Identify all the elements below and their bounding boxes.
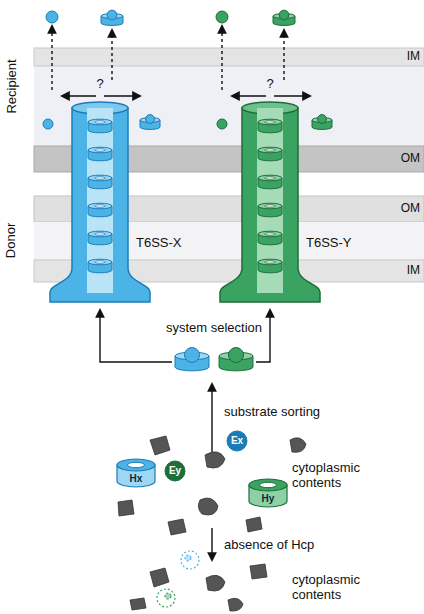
hcp-ring-top [88, 147, 112, 153]
hcp-ring-top [258, 147, 282, 153]
shape-label: Hx [130, 474, 143, 484]
shape-label: Ex [231, 436, 243, 446]
ring-pore [259, 482, 276, 487]
hcp-ring-top [88, 231, 112, 237]
hcp-ring-top [88, 175, 112, 181]
hcp-ring-top [88, 203, 112, 209]
hcp-pore [95, 205, 106, 208]
hcp-ring-top [258, 175, 282, 181]
hcp-ring-top [258, 231, 282, 237]
pool-label: cytoplasmic contents [292, 573, 372, 603]
hcp-ring: Hx [116, 458, 156, 488]
hcp-pore [265, 121, 276, 124]
effector [185, 348, 200, 363]
effector-circle: Ex [226, 430, 248, 452]
membrane-label: IM [407, 264, 420, 278]
hcp-pore [95, 233, 106, 236]
effector [146, 115, 155, 124]
hcp-ring: Hy [248, 478, 288, 508]
hcp-pore [95, 149, 106, 152]
hcp-pore [95, 177, 106, 180]
hcp-pore [265, 261, 276, 264]
region-label: Recipient [5, 59, 20, 113]
hcp-ring-top [258, 203, 282, 209]
ring-pore [127, 462, 144, 467]
hcp-pore [265, 177, 276, 180]
hcp-ring-top [258, 119, 282, 125]
ring-top [249, 479, 287, 491]
effector [318, 115, 327, 124]
system-label: T6SS-X [134, 236, 184, 249]
effector [279, 10, 289, 20]
process-label: system selection [166, 321, 262, 336]
membrane-label: IM [407, 50, 420, 64]
membrane-label: OM [401, 202, 420, 216]
region-label: Donor [5, 222, 20, 257]
shape-label: Hy [262, 494, 275, 504]
hcp-pore [95, 261, 106, 264]
hcp-pore [265, 149, 276, 152]
hcp-ring-top [88, 119, 112, 125]
pool-label: cytoplasmic contents [292, 461, 372, 491]
process-label: substrate sorting [224, 405, 320, 420]
effector-circle: Ey [164, 460, 186, 482]
question-mark: ? [96, 77, 103, 92]
membrane-label: OM [401, 152, 420, 166]
secretion-system: T6SS-X [50, 104, 150, 304]
effector-body [165, 461, 185, 481]
process-label: absence of Hcp [224, 538, 314, 553]
effector-body [227, 431, 247, 451]
effector [107, 10, 117, 20]
secretion-system: T6SS-Y [220, 104, 320, 304]
hcp-ring-top [258, 259, 282, 265]
hcp-ring-top [88, 259, 112, 265]
question-mark: ? [266, 77, 273, 92]
hcp-pore [265, 233, 276, 236]
shape-label: Ey [169, 466, 181, 476]
effector [229, 348, 244, 363]
ring-top [117, 459, 155, 471]
hcp-pore [265, 205, 276, 208]
system-label: T6SS-Y [304, 236, 354, 249]
hcp-pore [95, 121, 106, 124]
